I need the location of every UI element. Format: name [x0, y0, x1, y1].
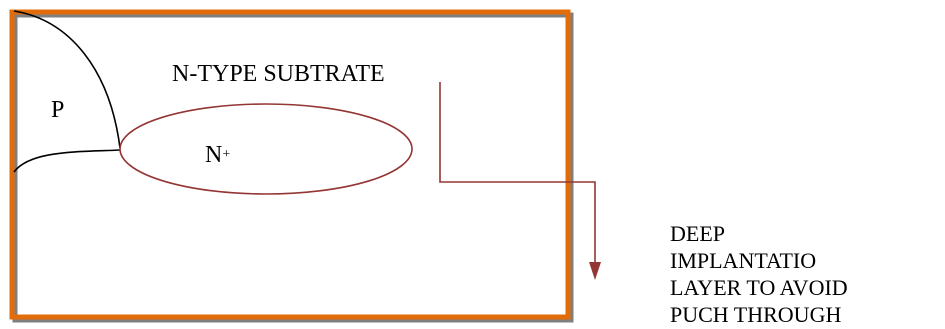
p-region-label: P	[51, 97, 65, 123]
n-plus-region-ellipse	[119, 103, 413, 195]
n-type-substrate-label: N-TYPE SUBTRATE	[172, 61, 385, 87]
n-plus-region-label: N+	[205, 143, 230, 167]
n-region-superscript: +	[222, 147, 231, 162]
substrate-box	[9, 9, 571, 320]
down-arrow-icon	[589, 262, 601, 280]
annotation-line: IMPLANTATIO	[670, 248, 817, 273]
annotation-line: LAYER TO AVOID	[670, 275, 848, 300]
p-region-lower-curve	[13, 149, 121, 173]
n-region-letter: N	[205, 142, 223, 168]
p-region-upper-curve	[13, 10, 121, 149]
annotation-line: PUCH THROUGH	[670, 302, 842, 327]
annotation-line: DEEP	[670, 221, 725, 246]
deep-implantation-connector-line	[439, 82, 596, 262]
deep-implantation-annotation: DEEP IMPLANTATIO LAYER TO AVOID PUCH THR…	[670, 220, 848, 328]
substrate-box-shadow	[12, 12, 574, 323]
